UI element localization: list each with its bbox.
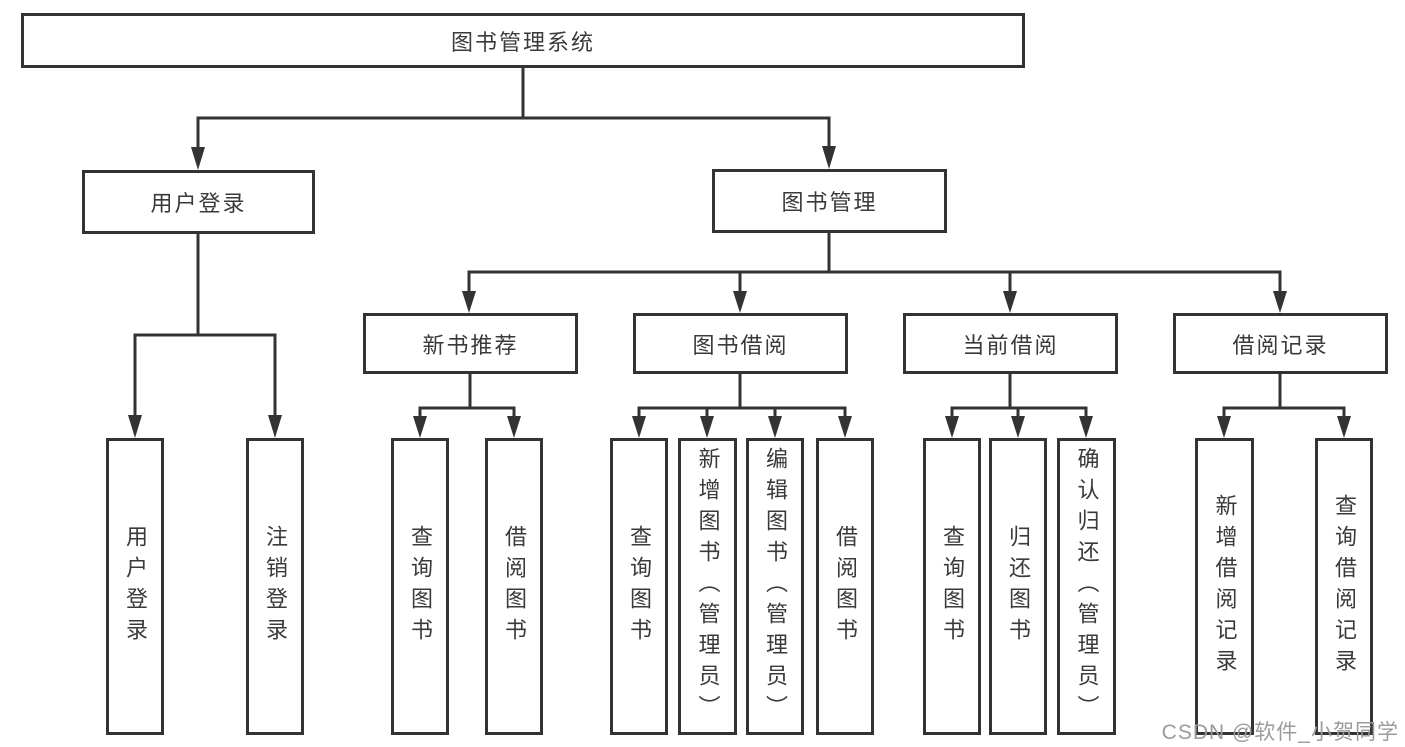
- csdn-watermark: CSDN @软件_小贺同学: [1161, 721, 1399, 744]
- leaf-label: 用户登录: [123, 524, 148, 649]
- node-new-book-recommendation: 新书推荐: [363, 313, 578, 374]
- node-library-management-system: 图书管理系统: [21, 13, 1025, 68]
- leaf-label: 查询图书: [408, 524, 433, 649]
- leaf-query-books-current: 查询图书: [923, 438, 981, 735]
- leaf-add-borrow-record: 新增借阅记录: [1195, 438, 1254, 735]
- node-label: 图书管理: [781, 190, 878, 215]
- leaf-label: 借阅图书: [833, 524, 858, 649]
- leaf-query-borrow-record: 查询借阅记录: [1315, 438, 1373, 735]
- leaf-label: 确认归还（管理员）: [1074, 447, 1100, 726]
- arrowheads: [128, 146, 1351, 438]
- leaf-add-book-admin: 新增图书（管理员）: [678, 438, 737, 735]
- leaf-label: 注销登录: [263, 524, 288, 649]
- leaf-label: 借阅图书: [502, 524, 527, 649]
- leaf-label: 查询图书: [627, 524, 652, 649]
- node-user-login: 用户登录: [82, 170, 315, 234]
- leaf-confirm-return-admin: 确认归还（管理员）: [1057, 438, 1116, 735]
- node-book-borrowing: 图书借阅: [633, 313, 848, 374]
- node-label: 用户登录: [150, 191, 247, 216]
- leaf-query-books-recommend: 查询图书: [391, 438, 449, 735]
- leaf-user-login: 用户登录: [106, 438, 164, 735]
- node-borrowing-records: 借阅记录: [1173, 313, 1388, 374]
- leaf-label: 新增图书（管理员）: [695, 447, 721, 726]
- leaf-return-books: 归还图书: [989, 438, 1047, 735]
- node-label: 新书推荐: [422, 332, 519, 358]
- leaf-edit-book-admin: 编辑图书（管理员）: [746, 438, 804, 735]
- leaf-label: 归还图书: [1006, 524, 1031, 649]
- leaf-query-books-borrowing: 查询图书: [610, 438, 668, 735]
- node-label: 图书借阅: [692, 332, 789, 358]
- leaf-borrow-books-recommend: 借阅图书: [485, 438, 543, 735]
- node-label: 图书管理系统: [450, 29, 595, 55]
- node-label: 借阅记录: [1232, 332, 1329, 358]
- leaf-label: 查询借阅记录: [1332, 493, 1357, 680]
- leaf-label: 新增借阅记录: [1212, 493, 1238, 680]
- leaf-borrow-books-borrowing: 借阅图书: [816, 438, 874, 735]
- node-current-borrowing: 当前借阅: [903, 313, 1118, 374]
- leaf-logout: 注销登录: [246, 438, 304, 735]
- node-book-management: 图书管理: [712, 169, 947, 233]
- leaf-label: 查询图书: [940, 524, 965, 649]
- leaf-label: 编辑图书（管理员）: [763, 447, 788, 726]
- node-label: 当前借阅: [962, 332, 1059, 358]
